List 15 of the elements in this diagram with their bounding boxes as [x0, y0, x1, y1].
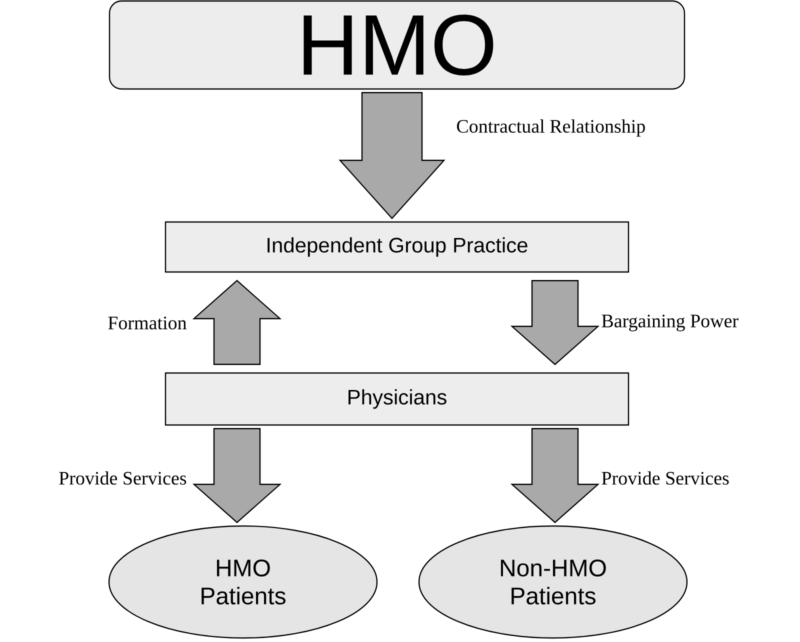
edge-label: Contractual Relationship	[457, 119, 645, 137]
block-arrow	[510, 428, 600, 524]
edge-label: Formation	[108, 316, 187, 330]
block-arrow	[192, 280, 282, 365]
edge-label: Bargaining Power	[602, 314, 738, 332]
process-box: Independent Group Practice	[164, 221, 630, 273]
block-arrow	[338, 92, 446, 220]
title-box: HMO	[108, 0, 686, 90]
oval: HMO Patients	[108, 525, 378, 639]
oval: Non-HMO Patients	[418, 525, 688, 639]
process-box: Physicians	[164, 372, 630, 426]
block-arrow	[510, 280, 600, 366]
edge-label: Provide Services	[602, 471, 729, 485]
block-arrow	[192, 428, 282, 524]
edge-label: Provide Services	[59, 471, 186, 485]
